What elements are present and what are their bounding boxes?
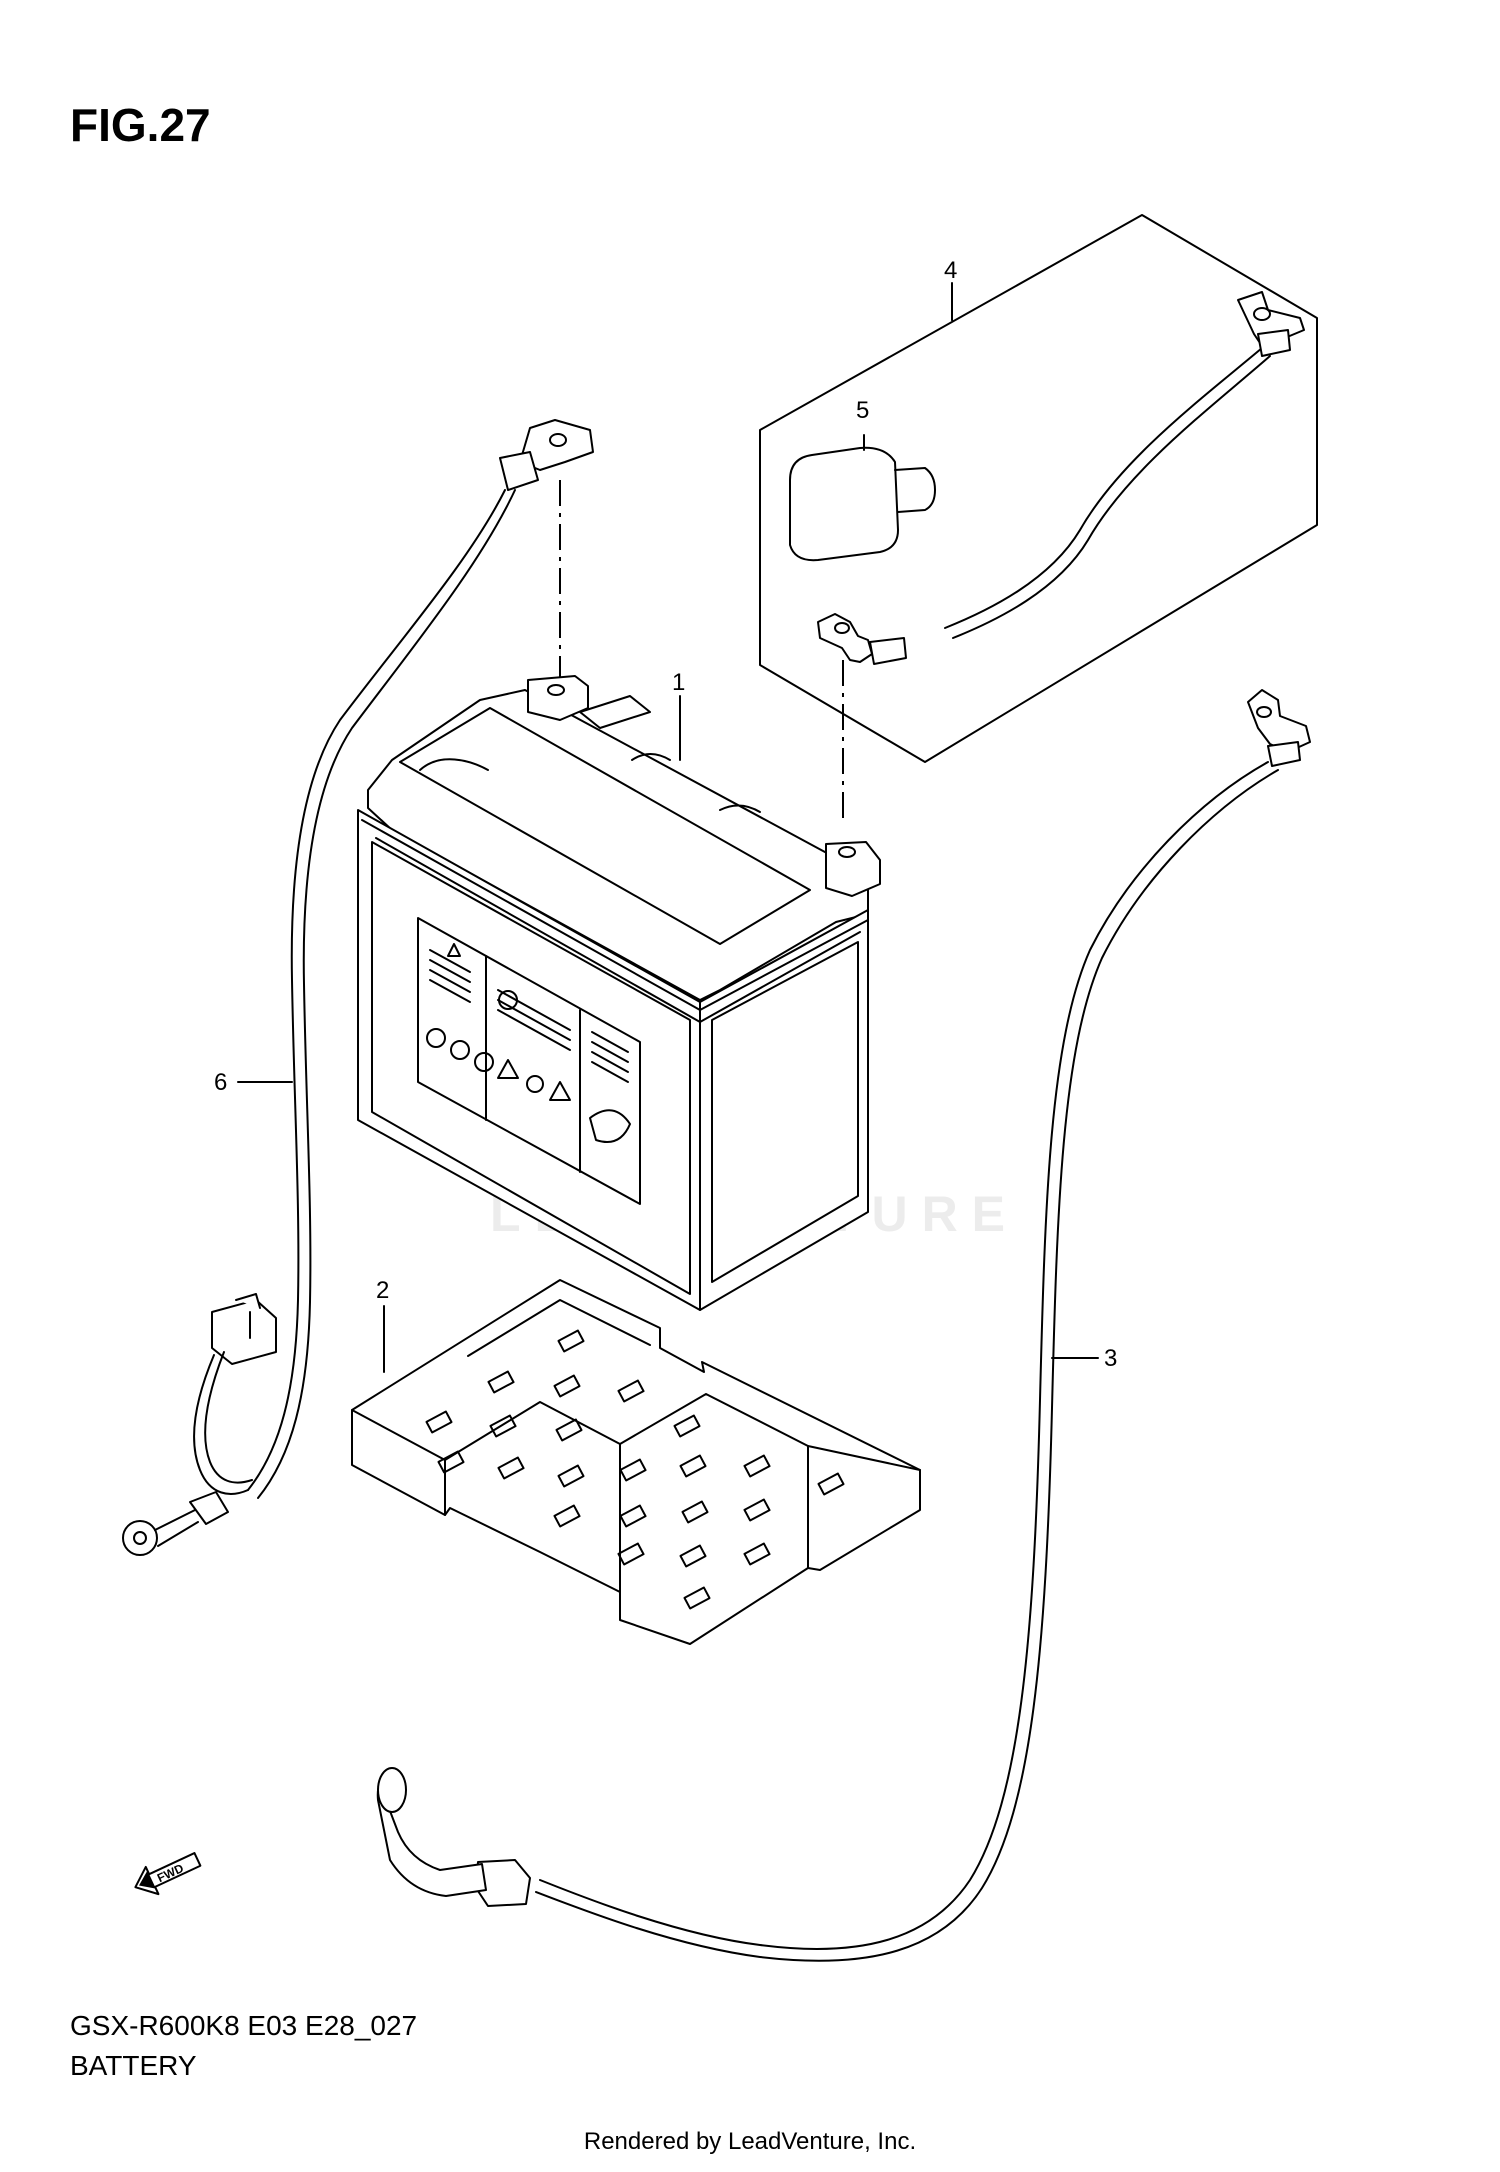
callout-label: 6 (214, 1069, 227, 1096)
battery-warning-label (417, 917, 641, 1205)
negative-battery-cable[interactable] (122, 419, 594, 1556)
section-name: BATTERY (70, 2050, 197, 2081)
terminal-cap[interactable] (789, 434, 936, 562)
tray-slots (425, 1329, 845, 1610)
callout-label: 1 (672, 669, 685, 696)
positive-battery-cable[interactable] (376, 689, 1311, 1962)
callout-label: 3 (1104, 1345, 1117, 1372)
callout-5: 5 (856, 397, 869, 424)
fwd-arrow-icon: FWD (134, 1852, 202, 1896)
callout-label: 2 (376, 1277, 389, 1304)
fwd-label: FWD (155, 1861, 186, 1885)
callout-label: 4 (944, 257, 957, 284)
model-code: GSX-R600K8 E03 E28_027 (70, 2010, 418, 2041)
render-credit: Rendered by LeadVenture, Inc. (583, 2128, 917, 2155)
callout-1: 1 (672, 669, 685, 761)
battery[interactable] (357, 675, 881, 1311)
cable-set-wire[interactable] (817, 291, 1305, 665)
callout-6: 6 (214, 1069, 293, 1096)
callout-4: 4 (944, 257, 957, 321)
callout-2: 2 (376, 1277, 389, 1373)
callout-label: 5 (856, 397, 869, 424)
battery-tray[interactable] (351, 1279, 921, 1645)
figure-title: FIG.27 (70, 99, 211, 151)
callout-3: 3 (1051, 1345, 1117, 1372)
